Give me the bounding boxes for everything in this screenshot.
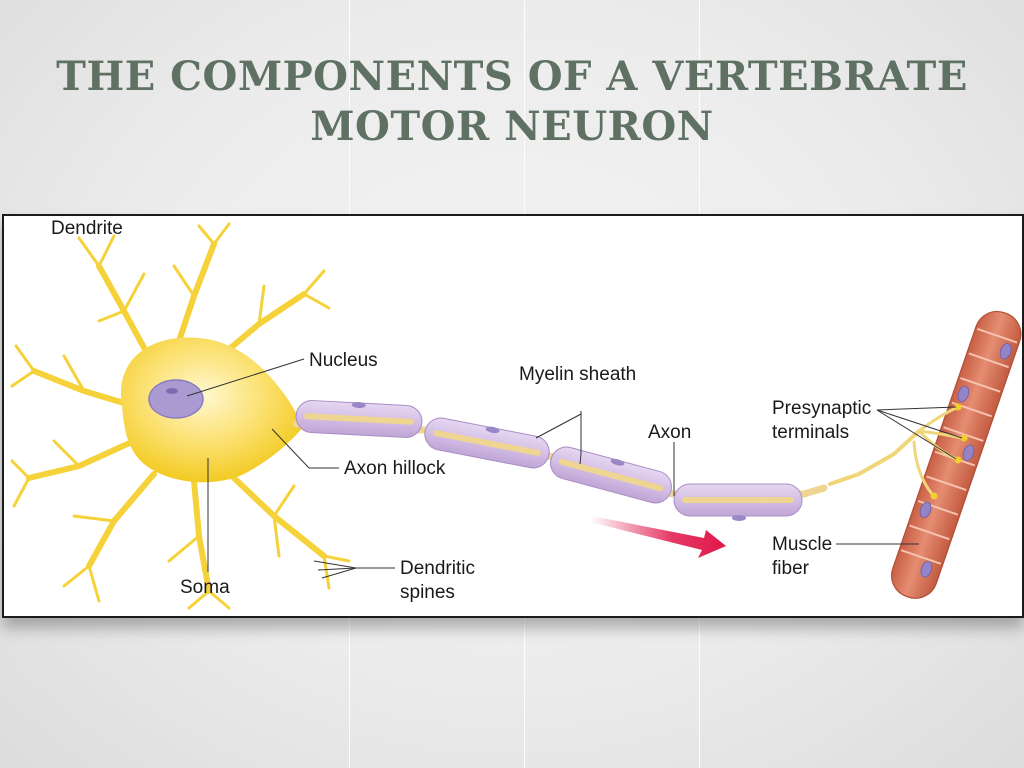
nucleolus-shape xyxy=(166,388,178,394)
signal-direction-arrow xyxy=(590,516,726,558)
label-dendrite: Dendrite xyxy=(51,218,123,239)
neuron-diagram: Dendrite Nucleus Axon hillock Soma Dendr… xyxy=(2,214,1024,618)
axon-terminal-segment xyxy=(828,429,921,486)
label-nucleus: Nucleus xyxy=(309,350,378,371)
slide-title: THE COMPONENTS OF A VERTEBRATE MOTOR NEU… xyxy=(0,52,1024,152)
slide-title-line-2: MOTOR NEURON xyxy=(310,103,714,150)
label-dendritic-spines-line-2: spines xyxy=(400,582,455,603)
label-leader-lines xyxy=(186,358,963,579)
terminal-boutons xyxy=(930,403,968,500)
neuron-diagram-svg: Dendrite Nucleus Axon hillock Soma Dendr… xyxy=(10,218,1022,610)
label-axon: Axon xyxy=(648,422,691,443)
nucleus-shape xyxy=(148,379,204,419)
label-presynaptic-terminals-line-1: Presynaptic xyxy=(772,398,871,419)
label-presynaptic-terminals-line-2: terminals xyxy=(772,422,849,443)
label-myelin-sheath: Myelin sheath xyxy=(519,364,636,385)
soma-body xyxy=(120,337,305,483)
label-axon-hillock: Axon hillock xyxy=(344,458,446,479)
label-dendritic-spines-line-1: Dendritic xyxy=(400,558,475,579)
dendrites xyxy=(10,222,351,610)
muscle-fiber xyxy=(890,310,1022,599)
slide-title-line-1: THE COMPONENTS OF A VERTEBRATE xyxy=(56,53,968,100)
label-soma: Soma xyxy=(180,577,230,598)
label-muscle-fiber-line-1: Muscle xyxy=(772,534,832,555)
label-muscle-fiber-line-2: fiber xyxy=(772,558,810,579)
